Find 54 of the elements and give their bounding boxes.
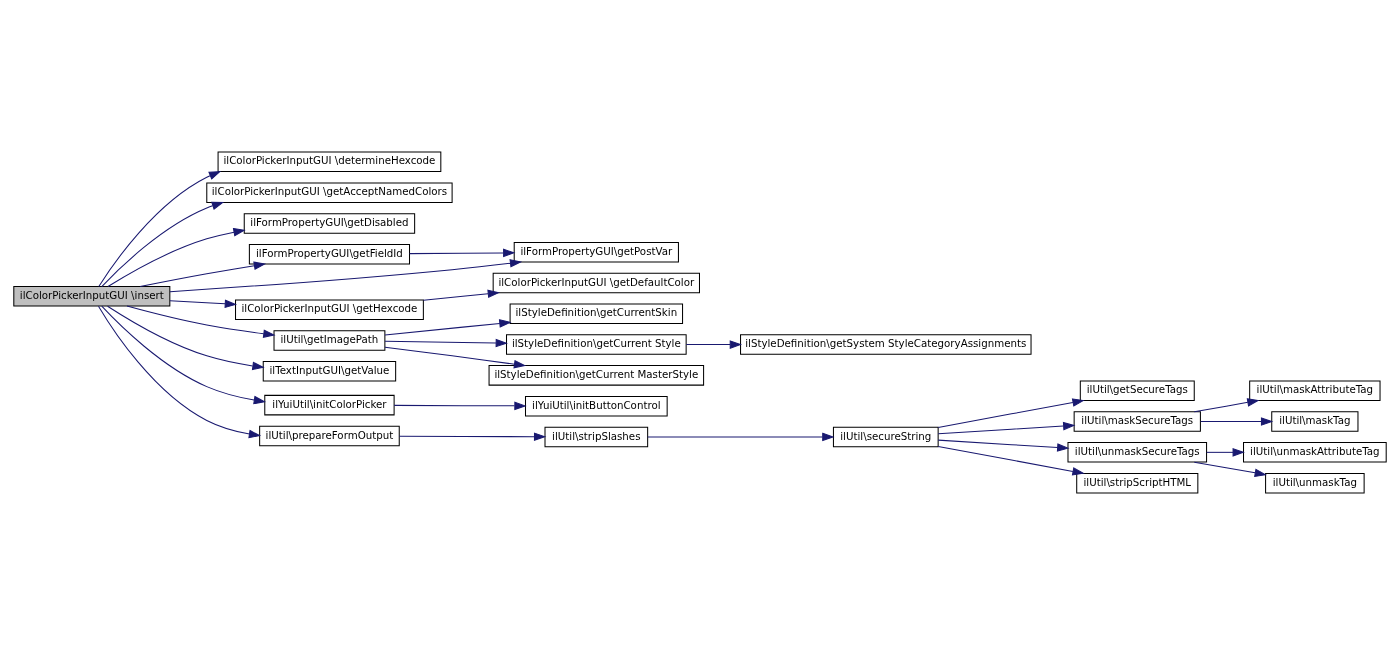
arrow — [398, 432, 547, 442]
node-box: ilColorPickerInputGUI \getDefaultColor — [492, 272, 700, 294]
arrow — [101, 305, 267, 405]
node-box: ilUtil\maskTag — [1271, 411, 1359, 432]
arrow — [139, 261, 267, 288]
arrow — [937, 421, 1076, 435]
node-box: ilUtil\getImagePath — [273, 330, 386, 351]
node-box: ilStyleDefinition\getCurrent Style — [506, 334, 687, 355]
arrow — [1193, 398, 1260, 413]
node-box: ilColorPickerInputGUI \getAcceptNamedColors — [206, 182, 453, 203]
arrow — [169, 299, 238, 309]
node-box: ilYuiUtil\initColorPicker — [264, 394, 395, 416]
arrow — [384, 338, 508, 348]
arrow — [393, 401, 527, 411]
node-box: ilStyleDefinition\getSystem StyleCategoryAssignments — [740, 334, 1032, 355]
node-box: ilUtil\prepareFormOutput — [259, 425, 400, 447]
node-box: ilFormPropertyGUI\getFieldId — [248, 243, 411, 265]
arrow — [384, 319, 512, 336]
node-box: ilUtil\stripScriptHTML — [1076, 472, 1199, 494]
node-box: ilStyleDefinition\getCurrent MasterStyle — [488, 365, 705, 386]
node-box: ilTextInputGUI\getValue — [262, 361, 397, 382]
node-box: ilYuiUtil\initButtonControl — [525, 395, 668, 417]
arrow — [937, 439, 1070, 452]
arrow — [98, 171, 222, 287]
arrow — [409, 248, 516, 258]
arrow — [937, 445, 1085, 476]
node-box: ilUtil\maskAttributeTag — [1249, 380, 1381, 402]
arrow — [169, 258, 523, 293]
node-box: ilStyleDefinition\getCurrentSkin — [509, 303, 684, 325]
node-box: ilColorPickerInputGUI \determineHexcode — [217, 151, 442, 173]
node-box: ilUtil\secureString — [832, 426, 939, 448]
arrow — [937, 398, 1085, 428]
arrow — [1200, 417, 1274, 426]
node-box: ilUtil\stripSlashes — [544, 426, 649, 448]
node-box: ilFormPropertyGUI\getPostVar — [513, 241, 679, 263]
arrow — [1193, 461, 1267, 478]
arrow — [107, 227, 246, 288]
arrow — [422, 289, 501, 301]
arrow — [384, 346, 527, 369]
node-box: ilUtil\maskSecureTags — [1073, 411, 1201, 432]
arrow — [126, 305, 276, 338]
node-box: ilUtil\unmaskSecureTags — [1067, 442, 1208, 463]
arrow — [97, 305, 262, 439]
node-box: ilColorPickerInputGUI \insert — [13, 286, 171, 307]
node-box: ilFormPropertyGUI\getDisabled — [243, 213, 416, 234]
node-box: ilUtil\unmaskAttributeTag — [1243, 442, 1387, 463]
arrow — [647, 432, 835, 442]
node-box: ilUtil\getSecureTags — [1079, 380, 1195, 402]
arrow — [107, 305, 265, 371]
arrow — [101, 201, 225, 288]
node-box: ilUtil\unmaskTag — [1265, 472, 1365, 494]
arrow — [685, 340, 743, 349]
node-box: ilColorPickerInputGUI \getHexcode — [235, 299, 424, 320]
arrow — [1206, 448, 1245, 457]
